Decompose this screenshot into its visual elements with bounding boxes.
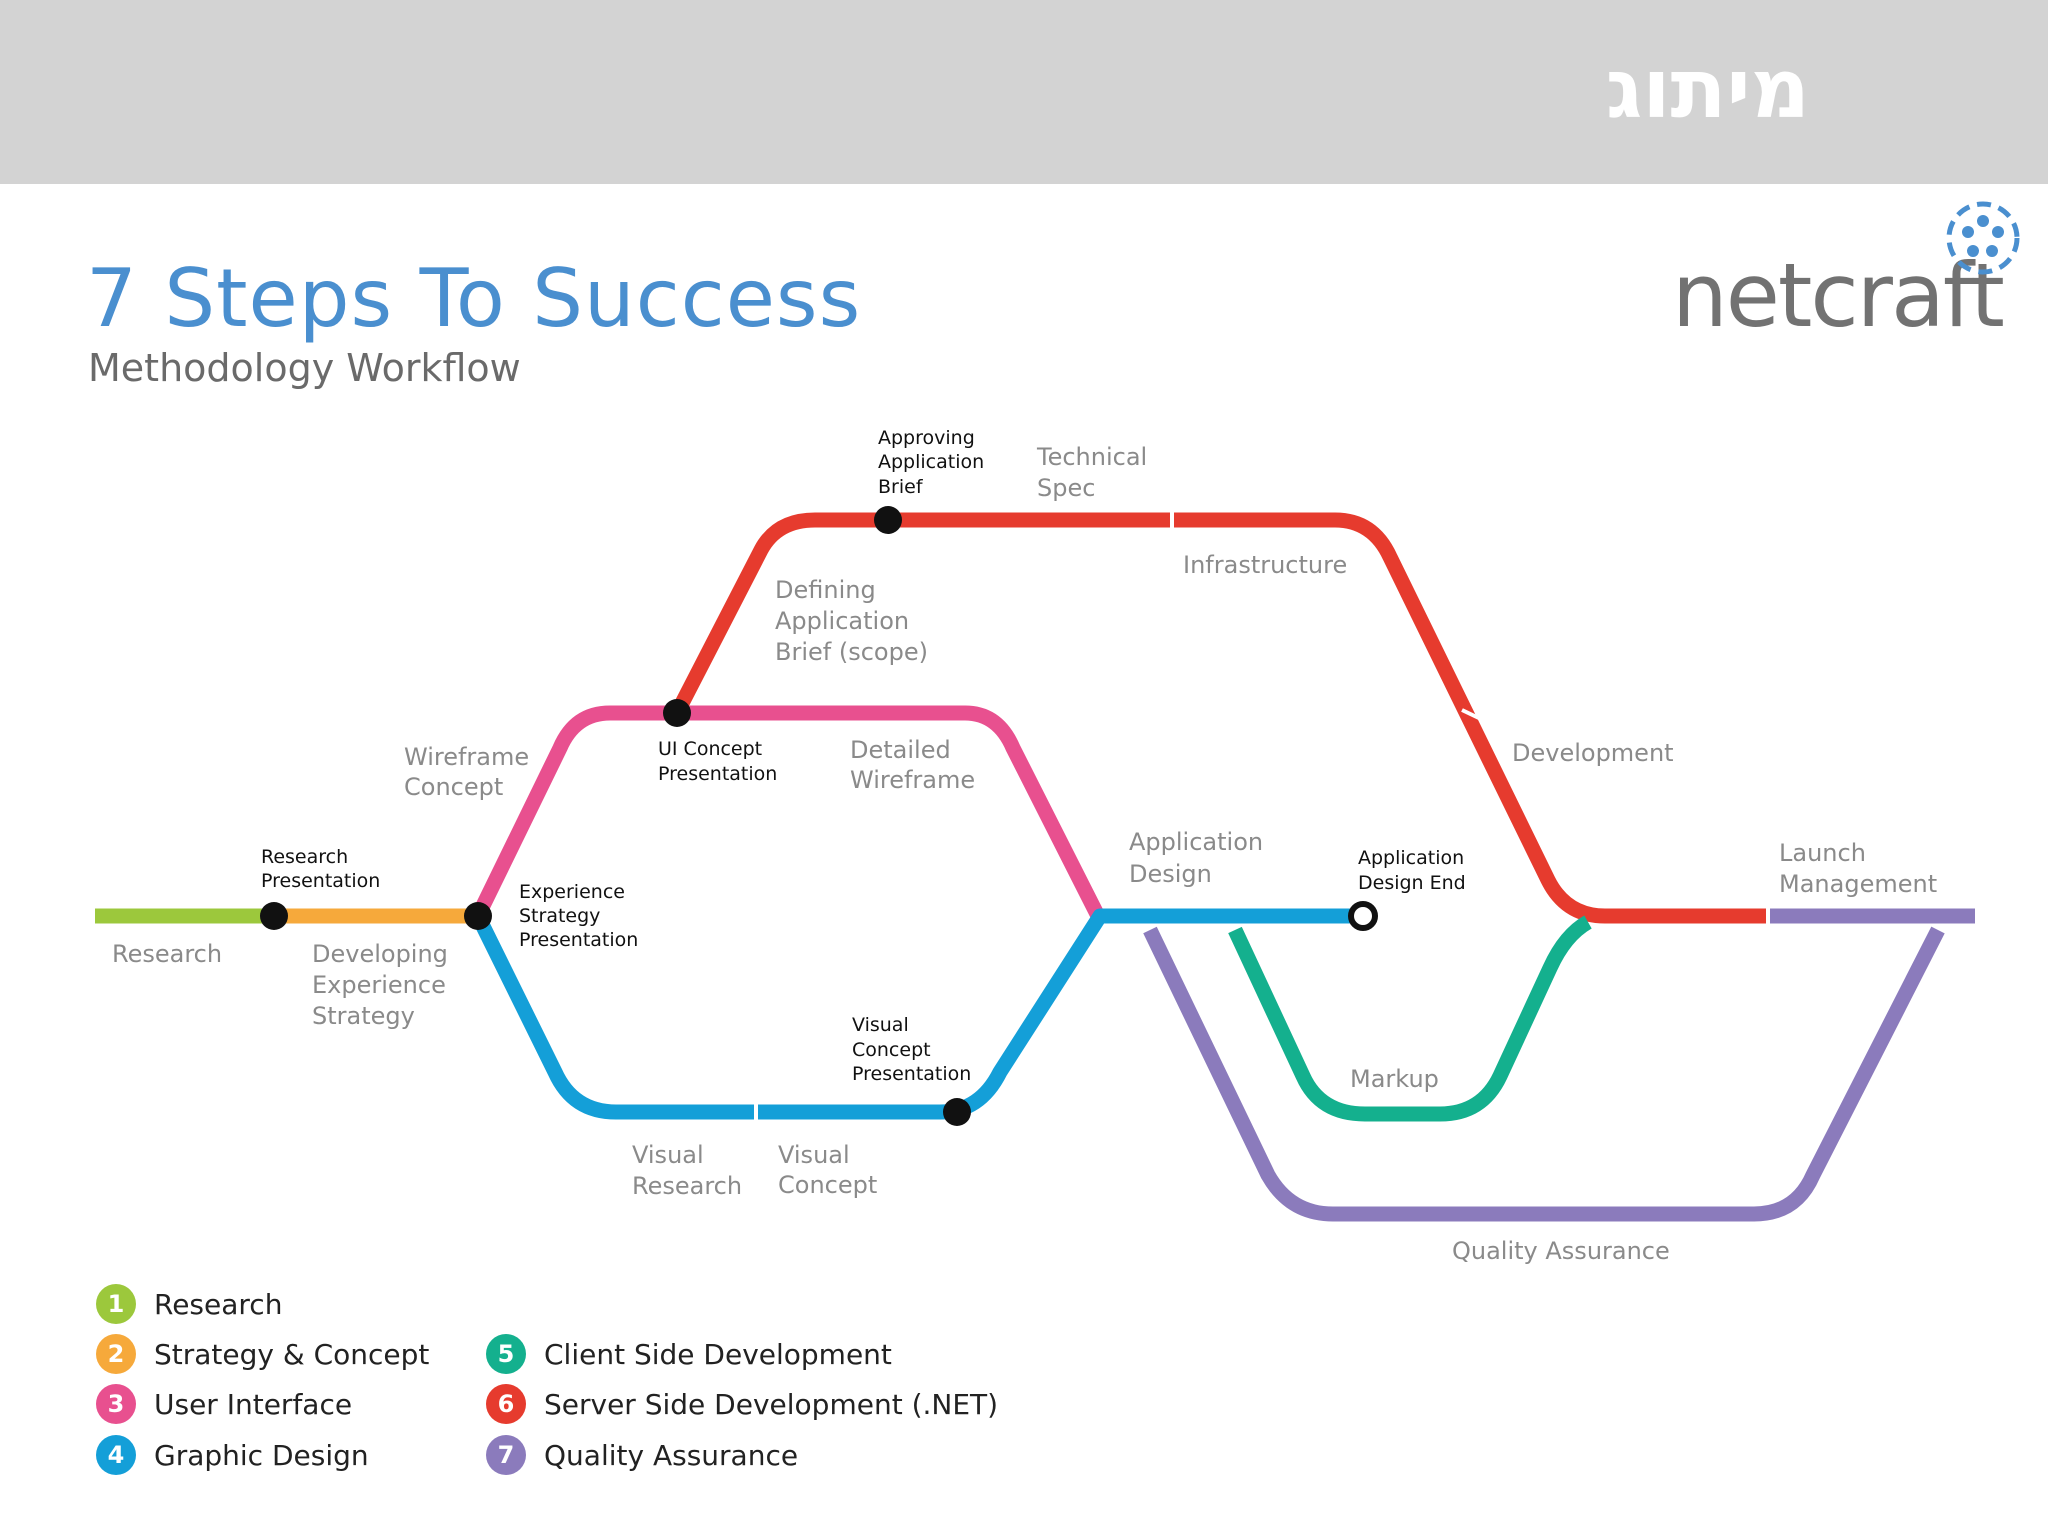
label-infrastructure: Infrastructure (1183, 551, 1347, 579)
label-wireframe-concept: Wireframe Concept (404, 743, 537, 801)
legend-number-badge: 6 (486, 1384, 526, 1424)
qa-track (1143, 908, 1975, 1222)
legend-number-badge: 1 (96, 1284, 136, 1324)
brand-name: netcraft (1672, 244, 2005, 347)
legend-label: Strategy & Concept (154, 1337, 430, 1371)
milestone-ui-concept-presentation: UI Concept Presentation (658, 738, 777, 785)
user-interface-track (471, 705, 1105, 920)
milestone-markers (260, 506, 1378, 1126)
dotted-circle-logo-icon (1946, 201, 2020, 275)
legend-item: 7 Quality Assurance (486, 1435, 798, 1475)
legend-label: User Interface (154, 1387, 353, 1421)
page-title: 7 Steps To Success (86, 252, 862, 345)
label-visual-concept: Visual Concept (778, 1141, 877, 1199)
label-visual-research: Visual Research (632, 1141, 742, 1200)
legend-label: Client Side Development (544, 1337, 892, 1371)
label-application-design: Application Design (1129, 828, 1271, 888)
legend-number-badge: 4 (96, 1435, 136, 1475)
legend-label: Quality Assurance (544, 1438, 799, 1472)
legend-label: Graphic Design (154, 1438, 369, 1472)
milestone-application-design-end: Application Design End (1358, 847, 1470, 894)
label-quality-assurance: Quality Assurance (1452, 1237, 1670, 1265)
label-research: Research (112, 940, 222, 968)
legend-item: 5 Client Side Development (486, 1334, 892, 1374)
milestone-research-presentation: Research Presentation (261, 846, 380, 892)
legend-item: 2 Strategy & Concept (96, 1334, 429, 1374)
server-side-track (670, 512, 1768, 924)
label-detailed-wireframe: Detailed Wireframe (850, 736, 975, 794)
graphic-design-track (471, 908, 1362, 1120)
page-subtitle: Methodology Workflow (88, 346, 521, 390)
label-markup: Markup (1350, 1065, 1439, 1093)
legend-number-badge: 2 (96, 1334, 136, 1374)
legend-item: 1 Research (96, 1284, 282, 1324)
label-developing-experience-strategy: Developing Experience Strategy (312, 940, 456, 1030)
legend-label: Research (154, 1287, 283, 1321)
legend-number-badge: 7 (486, 1435, 526, 1475)
milestone-approving-application-brief: Approving Application Brief (878, 427, 990, 498)
label-technical-spec: Technical Spec (1036, 443, 1155, 502)
header-band (0, 0, 2048, 184)
header-title: מיתוג (1605, 42, 1810, 137)
legend-item: 4 Graphic Design (96, 1435, 369, 1475)
label-launch-management: Launch Management (1779, 839, 1937, 898)
legend-number-badge: 3 (96, 1384, 136, 1424)
legend-item: 3 User Interface (96, 1384, 352, 1424)
legend-number-badge: 5 (486, 1334, 526, 1374)
legend-label: Server Side Development (.NET) (544, 1387, 999, 1421)
milestone-experience-strategy-presentation: Experience Strategy Presentation (519, 881, 638, 951)
label-development: Development (1512, 739, 1674, 767)
legend-item: 6 Server Side Development (.NET) (486, 1384, 998, 1424)
client-side-track (1228, 915, 1592, 1122)
milestone-visual-concept-presentation: Visual Concept Presentation (852, 1014, 971, 1085)
label-defining-application-brief: Defining Application Brief (scope) (775, 576, 928, 666)
